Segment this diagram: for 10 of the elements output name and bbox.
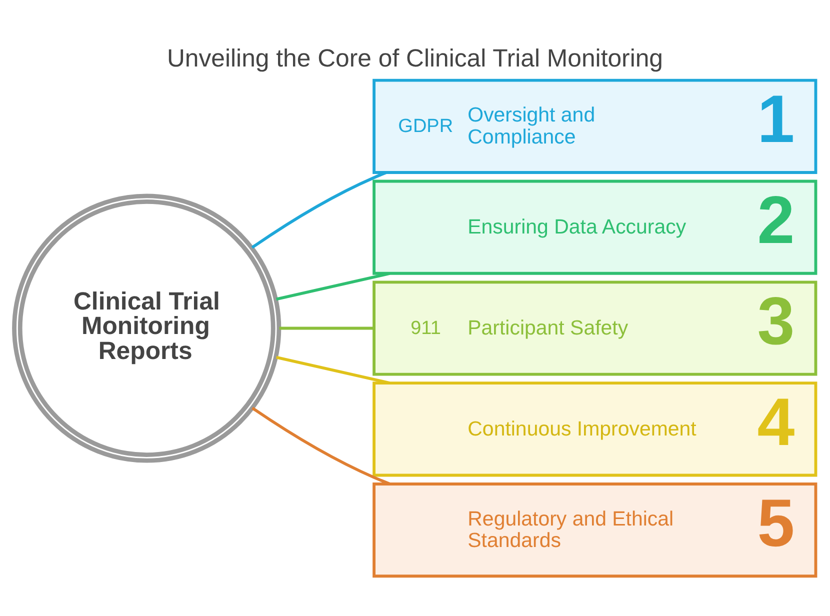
node-box: 911 Participant Safety 3 [372,280,818,376]
node-circle: Clinical Trial Monitoring Reports [12,193,282,462]
connector [276,355,390,384]
diagram-title: Unveiling the Core of Clinical Trial Monitoring [166,44,664,72]
connector [276,272,390,300]
node-box: Ensuring Data Accuracy 2 [372,179,818,274]
node-box: Continuous Improvement 4 [372,381,818,476]
connector [279,326,374,330]
connector [252,406,391,485]
node-box: Regulatory and Ethical Standards 5 [372,482,818,578]
